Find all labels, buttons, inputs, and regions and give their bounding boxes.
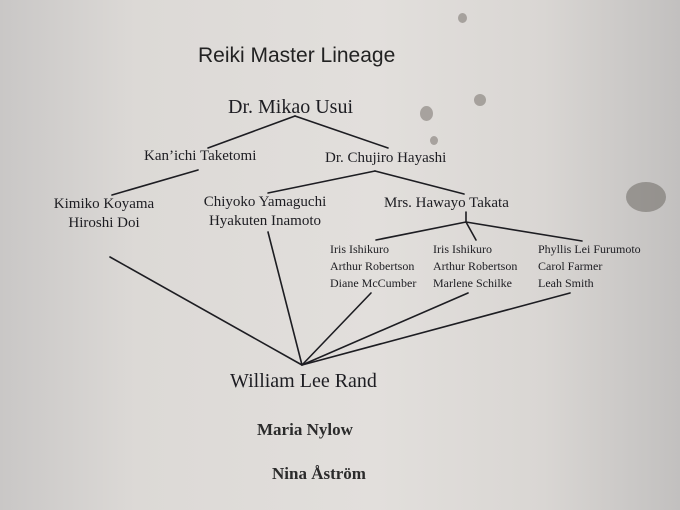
group-1-name: Diane McCumber [330,276,417,290]
node-doi: Hiroshi Doi [68,215,140,231]
group-3-name: Carol Farmer [538,259,603,273]
paper-stain [626,182,666,212]
paper-stain [474,94,486,106]
group-2-name: Arthur Robertson [433,259,518,273]
line-usui-hayashi [294,115,389,149]
line-takata-group3 [465,221,583,242]
group-1-name: Iris Ishikuro [330,242,389,256]
node-koyama: Kimiko Koyama [53,196,155,212]
line-group2-rand [301,292,469,366]
group-2-name: Marlene Schilke [433,276,512,290]
group-1-name: Arthur Robertson [330,259,415,273]
group-3-name: Phyllis Lei Furumoto [538,242,641,256]
paper-stain [458,13,467,23]
line-takata-group2 [465,221,477,241]
node-inamoto: Hyakuten Inamoto [208,213,322,229]
line-takata-group1 [375,221,467,241]
page-title: Reiki Master Lineage [198,44,396,67]
node-usui: Dr. Mikao Usui [228,96,353,118]
node-hayashi: Dr. Chujiro Hayashi [325,150,447,166]
line-koyama-rand [109,256,303,366]
group-1: Iris Ishikuro Arthur Robertson Diane McC… [330,241,416,292]
node-yamaguchi: Chiyoko Yamaguchi [203,194,327,210]
line-group1-rand [301,292,372,366]
line-taketomi-koyama [111,169,199,196]
paper-stain [420,106,433,121]
node-astrom: Nina Åström [272,464,366,483]
line-group3-rand [301,292,571,366]
line-usui-taketomi [207,115,296,149]
paper-stain [430,136,438,145]
line-hayashi-yamaguchi [267,170,376,194]
group-3: Phyllis Lei Furumoto Carol Farmer Leah S… [538,241,641,292]
line-inamoto-rand [267,231,303,366]
node-taketomi: Kan’ichi Taketomi [144,148,257,164]
line-hayashi-takata [374,170,465,195]
node-nylow: Maria Nylow [257,420,353,439]
group-3-name: Leah Smith [538,276,594,290]
node-rand: William Lee Rand [230,370,377,392]
group-2-name: Iris Ishikuro [433,242,492,256]
group-2: Iris Ishikuro Arthur Robertson Marlene S… [433,241,517,292]
node-takata: Mrs. Hawayo Takata [384,195,509,211]
